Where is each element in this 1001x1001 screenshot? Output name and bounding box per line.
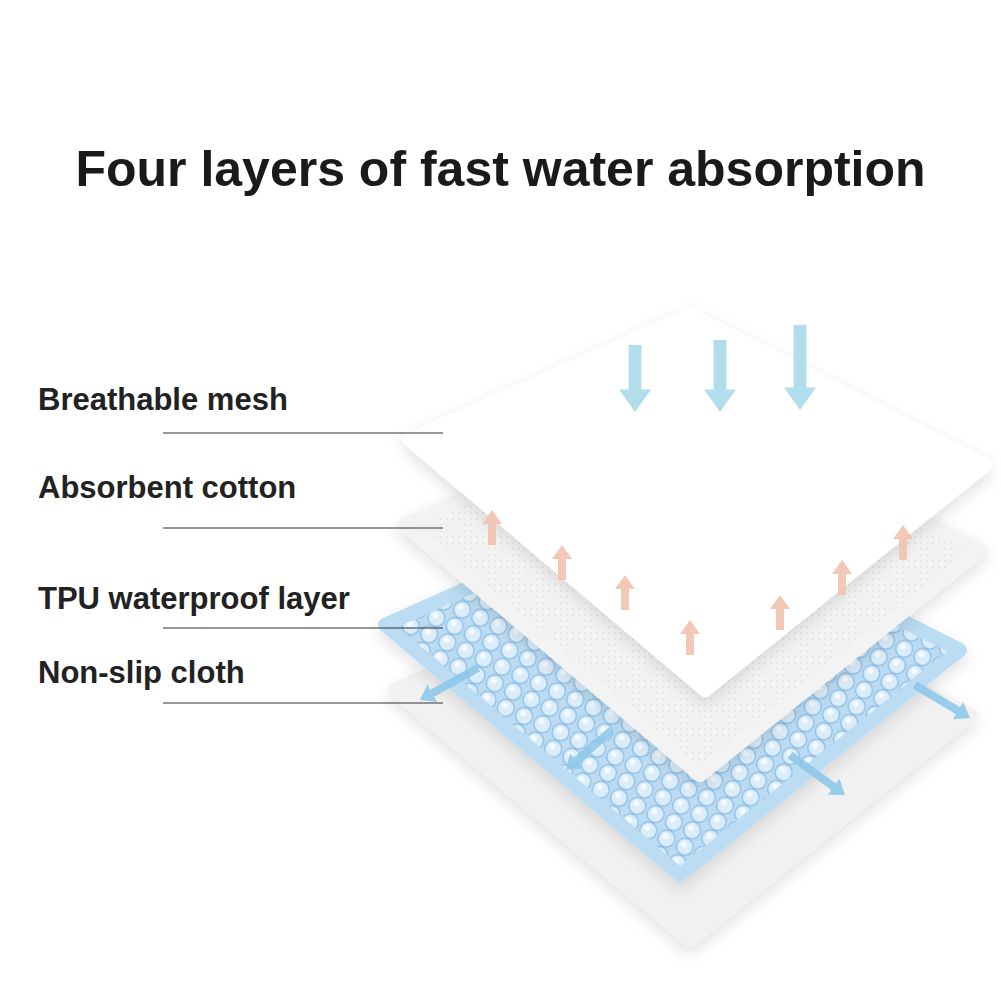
label-box: Absorbent cotton (38, 470, 296, 506)
leader-line (163, 432, 443, 433)
title: Four layers of fast water absorption (75, 140, 925, 198)
flow-arrow (832, 560, 852, 595)
flow-arrow (770, 595, 790, 630)
flow-arrow (680, 620, 700, 655)
flow-arrow (552, 545, 572, 580)
flow-arrow (566, 727, 615, 770)
flow-arrow (482, 510, 502, 545)
flow-arrow (913, 682, 970, 720)
layer-label: Breathable mesh (38, 382, 288, 418)
flow-arrow (893, 525, 913, 560)
leader-line (163, 627, 443, 628)
breathable-mesh-layer (410, 315, 985, 690)
layer-label: TPU waterproof layer (38, 581, 350, 617)
flow-arrow (704, 340, 736, 412)
label-box: Breathable mesh (38, 382, 288, 418)
label-box: TPU waterproof layer (38, 581, 350, 617)
layer-label: Absorbent cotton (38, 470, 296, 506)
flow-arrow (619, 345, 651, 412)
leader-line (163, 702, 443, 703)
label-box: Non-slip cloth (38, 655, 245, 691)
flow-arrow (615, 575, 635, 610)
title-box: Four layers of fast water absorption (0, 140, 1001, 198)
flow-arrow (420, 664, 480, 701)
layer-label: Non-slip cloth (38, 655, 245, 691)
leader-line (163, 527, 443, 528)
flow-arrow (788, 752, 845, 795)
flow-arrow (784, 325, 816, 410)
